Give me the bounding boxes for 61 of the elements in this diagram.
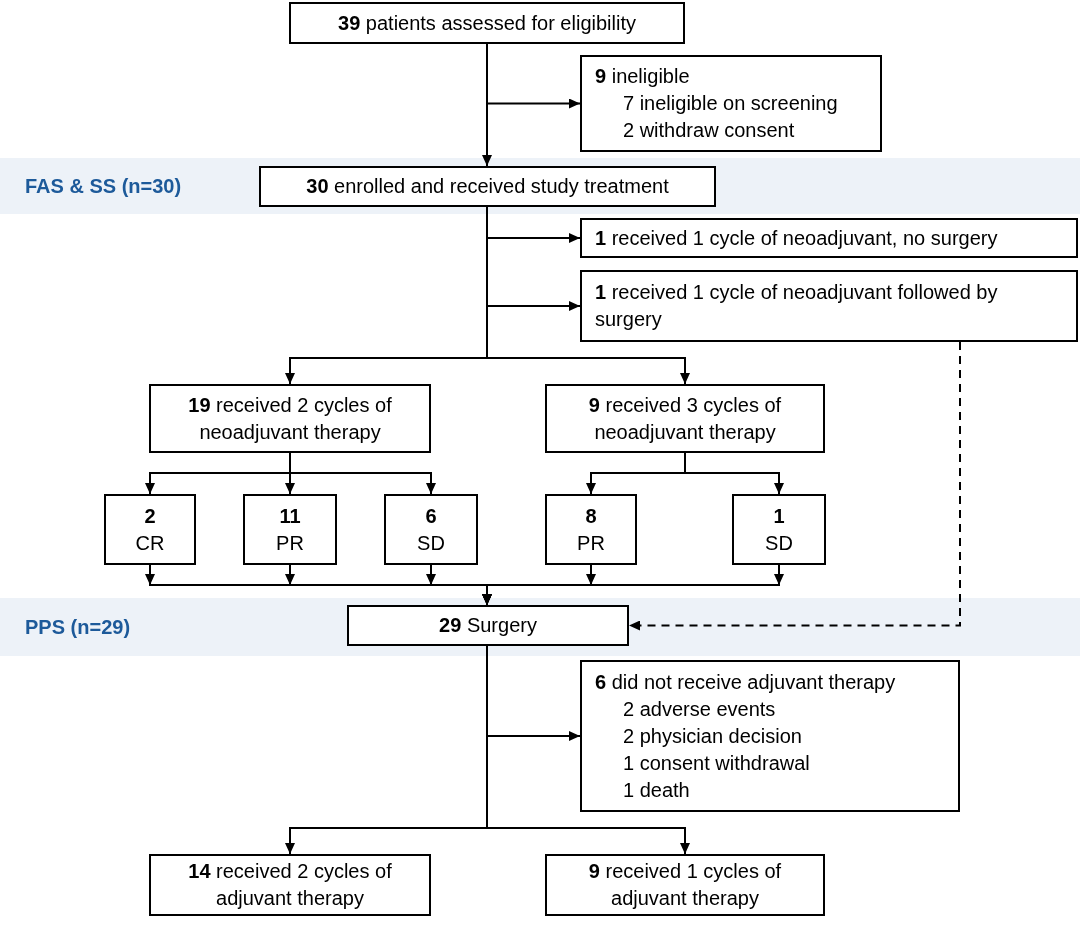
patient-count: 2 [144,503,156,529]
response-box [732,494,826,565]
box-text: 30 enrolled and received study treatment [306,174,669,199]
flow-box [580,660,960,812]
response-label: PR [577,530,605,556]
response-label: PR [276,530,304,556]
arrow [486,827,690,855]
box-text: 9 received 3 cycles of neoadjuvant therapy [587,392,783,445]
list-item: 1 consent withdrawal [622,750,810,776]
response-box [243,494,337,565]
flow-box [149,384,431,453]
box-text: 6 did not receive adjuvant therapy [595,669,896,695]
box-text: 19 received 2 cycles of neoadjuvant therapy [187,392,393,445]
response-box [104,494,196,565]
list-item: 2 adverse events [622,696,776,722]
box-text: 14 received 2 cycles of adjuvant therapy [187,859,393,911]
band-label: FAS & SS (n=30) [25,174,182,199]
flow-box [289,2,685,44]
response-label: CR [135,530,165,556]
flow-box [580,218,1078,258]
list-item: 2 withdraw consent [622,118,795,143]
box-text: 29 Surgery [439,613,537,638]
flow-box [347,605,629,646]
arrow [285,357,488,385]
flow-box [545,854,825,916]
box-text: 1 received 1 cycle of neoadjuvant followed by surgery [595,280,999,332]
arrow [289,472,436,495]
response-box [545,494,637,565]
box-text: 9 ineligible [595,64,690,89]
flow-box [545,384,825,453]
response-box [384,494,478,565]
arrow [486,357,690,385]
connector-line [684,452,686,474]
band-label: PPS (n=29) [25,615,131,640]
patient-count: 8 [585,503,597,529]
dashed-arrow [628,341,961,631]
arrow [145,472,291,495]
arrow [285,472,295,495]
flow-box [580,55,882,152]
flow-box [580,270,1078,342]
arrow [482,564,784,606]
arrow [684,472,784,495]
connector-line [289,452,291,474]
list-item: 1 death [622,777,690,803]
box-text: 1 received 1 cycle of neoadjuvant, no surgery [595,225,998,251]
arrow [586,472,686,495]
list-item: 7 ineligible on screening [622,91,838,116]
list-item: 2 physician decision [622,723,802,749]
patient-count: 11 [279,503,301,529]
population-band [0,158,1080,214]
response-label: SD [765,530,793,556]
flow-box [149,854,431,916]
flow-box [259,166,716,207]
box-text: 9 received 1 cycles of adjuvant therapy [587,859,783,911]
patient-count: 1 [773,503,785,529]
arrow [482,43,492,167]
patient-count: 6 [425,503,437,529]
response-label: SD [417,530,445,556]
box-text: 39 patients assessed for eligibility [338,10,636,36]
population-band [0,598,1080,656]
arrow [285,827,488,855]
